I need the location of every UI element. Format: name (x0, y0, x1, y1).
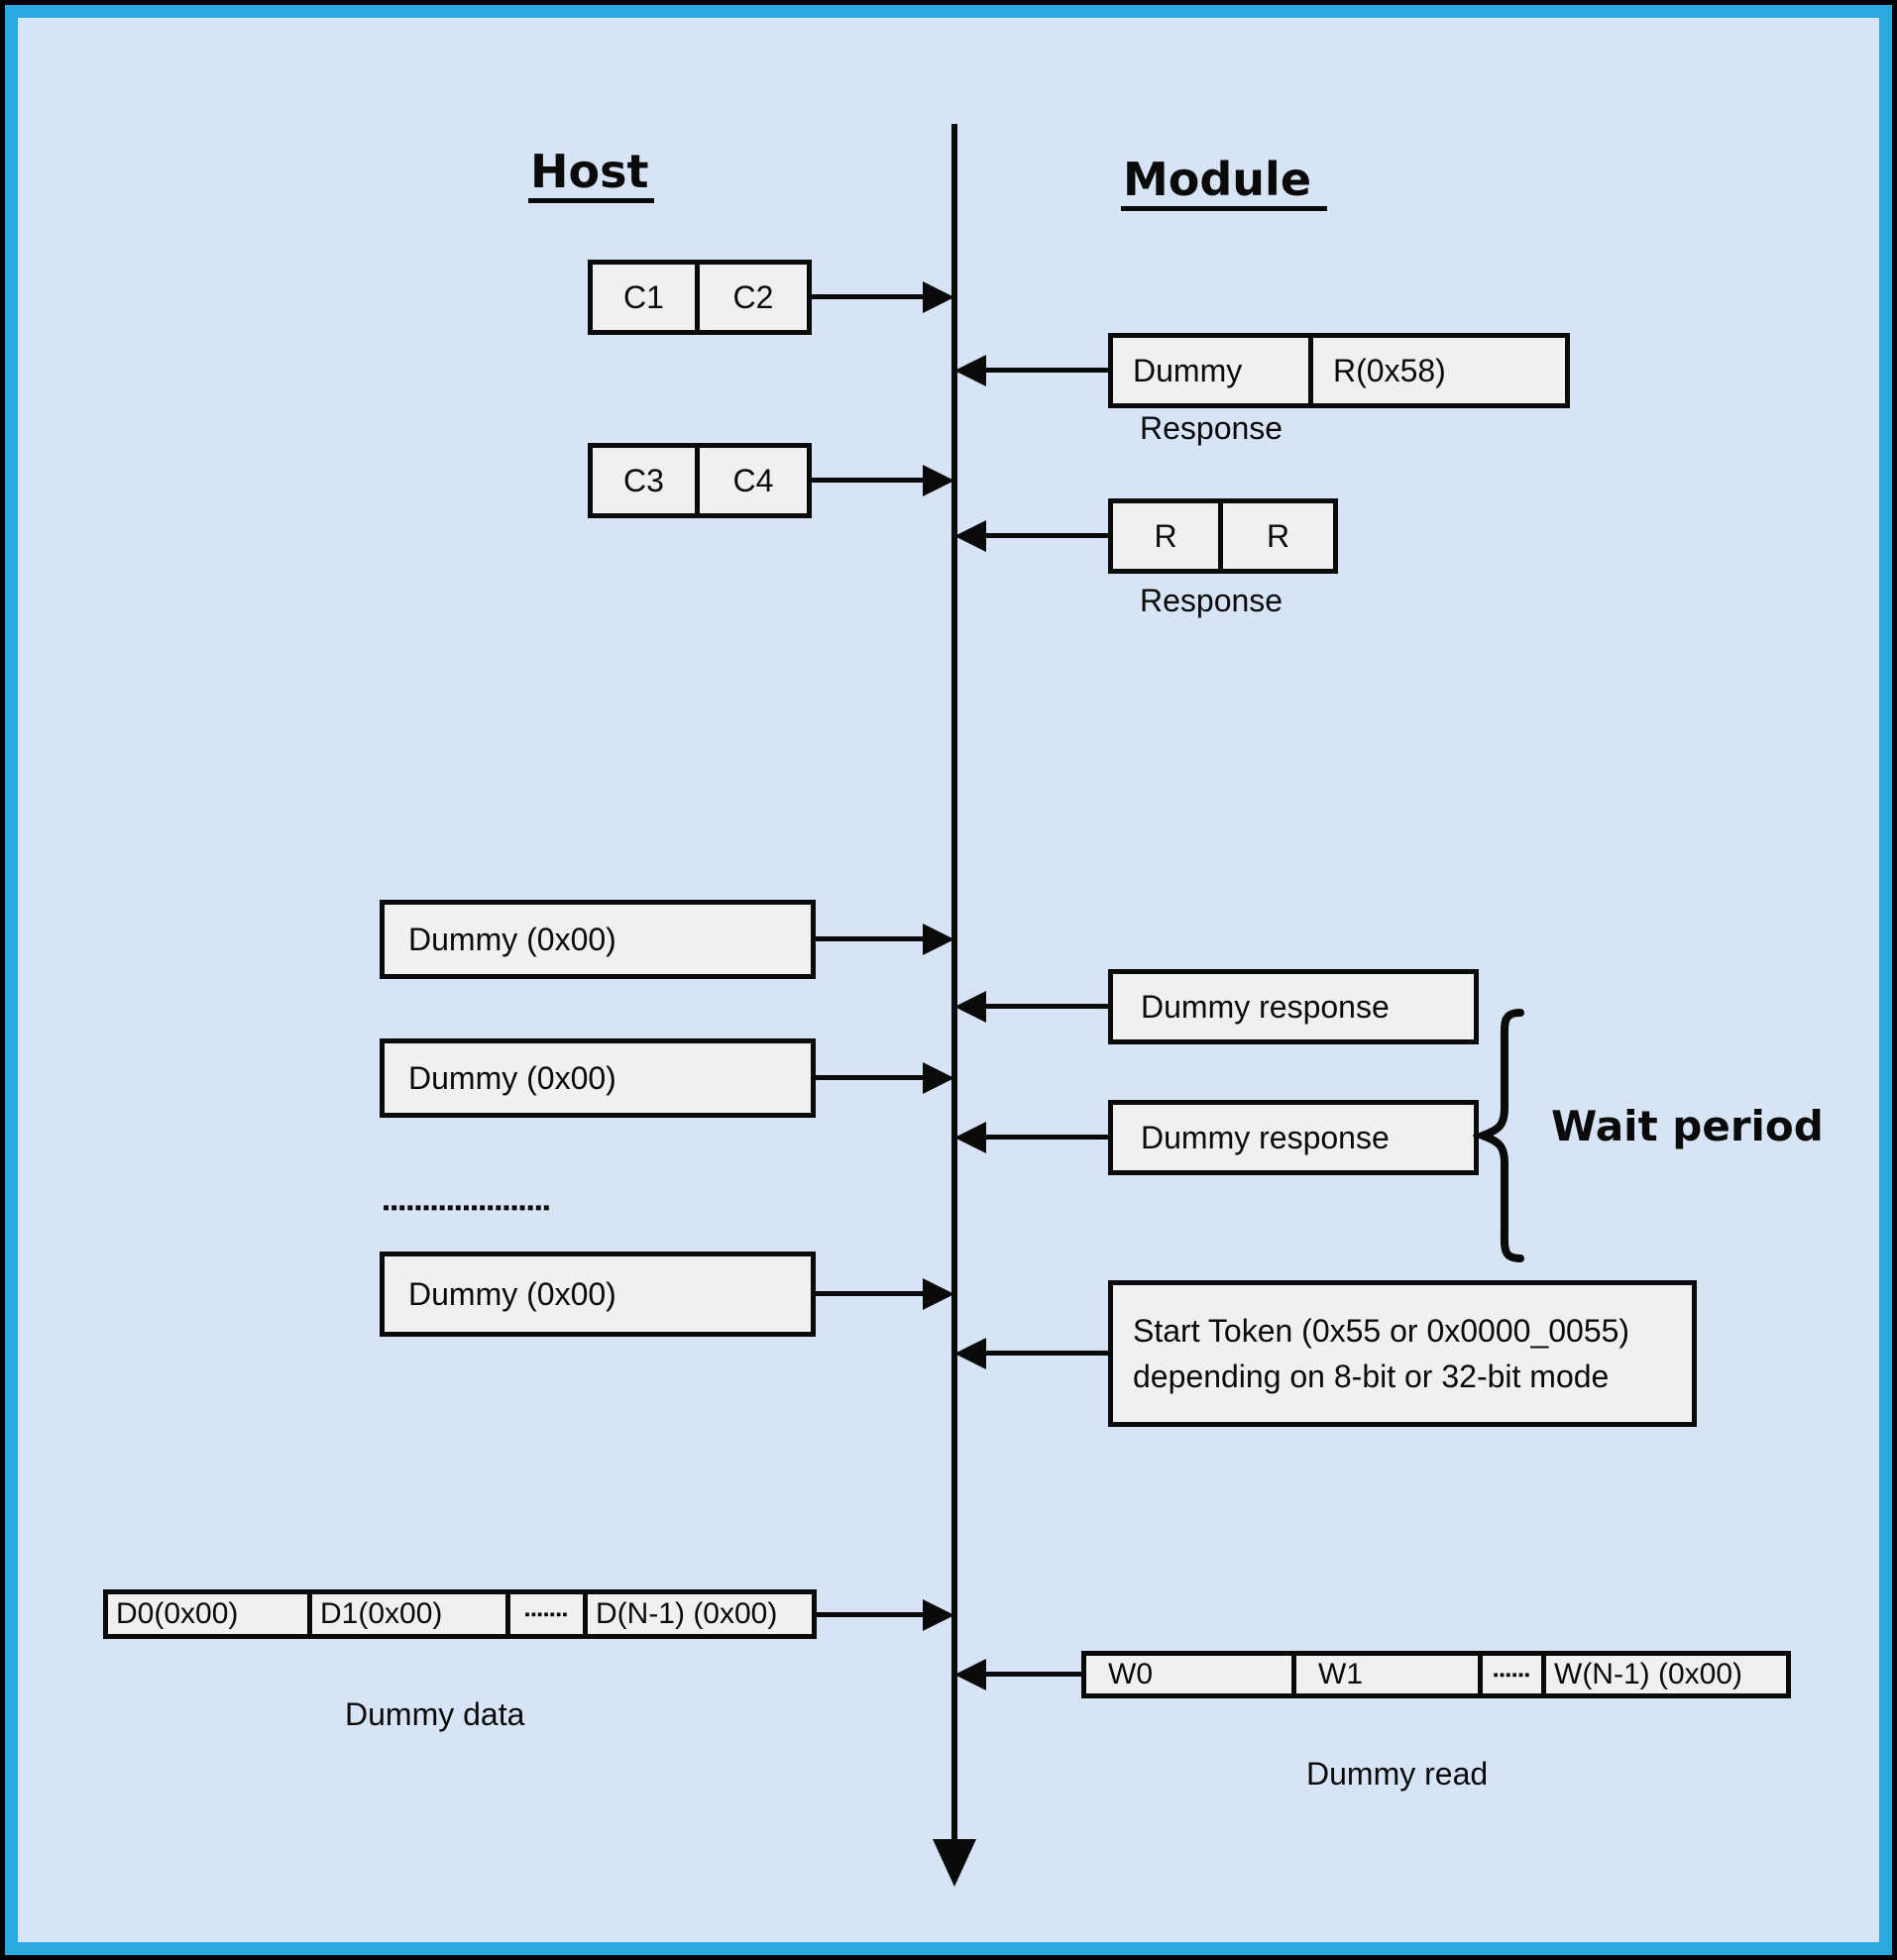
start-token-line2: depending on 8-bit or 32-bit mode (1133, 1359, 1610, 1394)
host-data-row: D0(0x00) D1(0x00) ▪▪▪▪▪▪▪ D(N-1) (0x00) (103, 1589, 817, 1639)
arrow-dummy2-to-module-icon (816, 1075, 923, 1080)
response1-caption: Response (1140, 410, 1283, 446)
cell-r2: R (1266, 517, 1290, 554)
host-ellipsis-dots: ▪▪▪▪▪▪▪▪▪▪▪▪▪▪▪▪▪▪▪▪▪ (383, 1197, 551, 1219)
arrow-dummy3-to-module-icon (816, 1291, 923, 1296)
cell-c4: C4 (732, 462, 774, 498)
module-response-box-1: Dummy R(0x58) (1108, 333, 1570, 408)
arrow-data-row-to-module-icon (817, 1612, 923, 1617)
arrow-read-row-to-host-icon (986, 1672, 1081, 1677)
arrow-command1-to-module-icon (812, 294, 923, 299)
cell-dn1: D(N-1) (0x00) (596, 1597, 778, 1630)
cell-r0x58: R(0x58) (1333, 352, 1446, 388)
cell-r1: R (1113, 503, 1223, 569)
cell-w0: W0 (1086, 1656, 1296, 1693)
cell-d1: D1(0x00) (312, 1594, 510, 1634)
host-dummy-box-2: Dummy (0x00) (380, 1038, 816, 1118)
arrow-dummy-response2-to-host-icon (986, 1135, 1108, 1140)
timeline-line (951, 124, 957, 1841)
module-dummy-response-box-1: Dummy response (1108, 969, 1479, 1044)
module-read-row: W0 W1 ▪▪▪▪▪▪ W(N-1) (0x00) (1081, 1651, 1791, 1698)
arrow-response1-to-host-icon (986, 368, 1108, 373)
module-dummy-response-box-2: Dummy response (1108, 1100, 1479, 1175)
module-start-token-box: Start Token (0x55 or 0x0000_0055) depend… (1108, 1280, 1697, 1427)
host-command-box-1: C1 C2 (588, 260, 812, 335)
cell-dummy: Dummy (1113, 338, 1313, 403)
arrow-dummy-response1-to-host-icon (986, 1004, 1108, 1009)
host-title: Host (528, 147, 655, 203)
dummy-data-caption: Dummy data (345, 1696, 525, 1732)
wait-period-brace-icon (1473, 1009, 1524, 1262)
host-dummy-box-3: Dummy (0x00) (380, 1252, 816, 1337)
arrow-start-token-to-host-icon (986, 1351, 1108, 1356)
arrow-command2-to-module-icon (812, 478, 923, 483)
cell-w-dots: ▪▪▪▪▪▪ (1483, 1656, 1546, 1693)
arrow-dummy1-to-module-icon (816, 936, 923, 941)
module-title: Module (1121, 155, 1328, 211)
cell-c1: C1 (593, 265, 700, 330)
cell-w1: W1 (1296, 1656, 1483, 1693)
response2-caption: Response (1140, 583, 1283, 618)
host-dummy-box-1: Dummy (0x00) (380, 900, 816, 979)
wait-period-label: Wait period (1551, 1102, 1824, 1150)
module-response-box-2: R R (1108, 498, 1338, 574)
cell-wn1: W(N-1) (0x00) (1554, 1658, 1743, 1690)
cell-c3: C3 (593, 448, 700, 513)
host-command-box-2: C3 C4 (588, 443, 812, 518)
timeline-arrowhead-icon (933, 1839, 976, 1887)
dummy-read-caption: Dummy read (1306, 1756, 1489, 1792)
arrow-response2-to-host-icon (986, 533, 1108, 538)
cell-d0: D0(0x00) (108, 1594, 312, 1634)
cell-d-dots: ▪▪▪▪▪▪▪ (510, 1594, 588, 1634)
start-token-line1: Start Token (0x55 or 0x0000_0055) (1133, 1313, 1630, 1349)
cell-c2: C2 (732, 278, 774, 315)
